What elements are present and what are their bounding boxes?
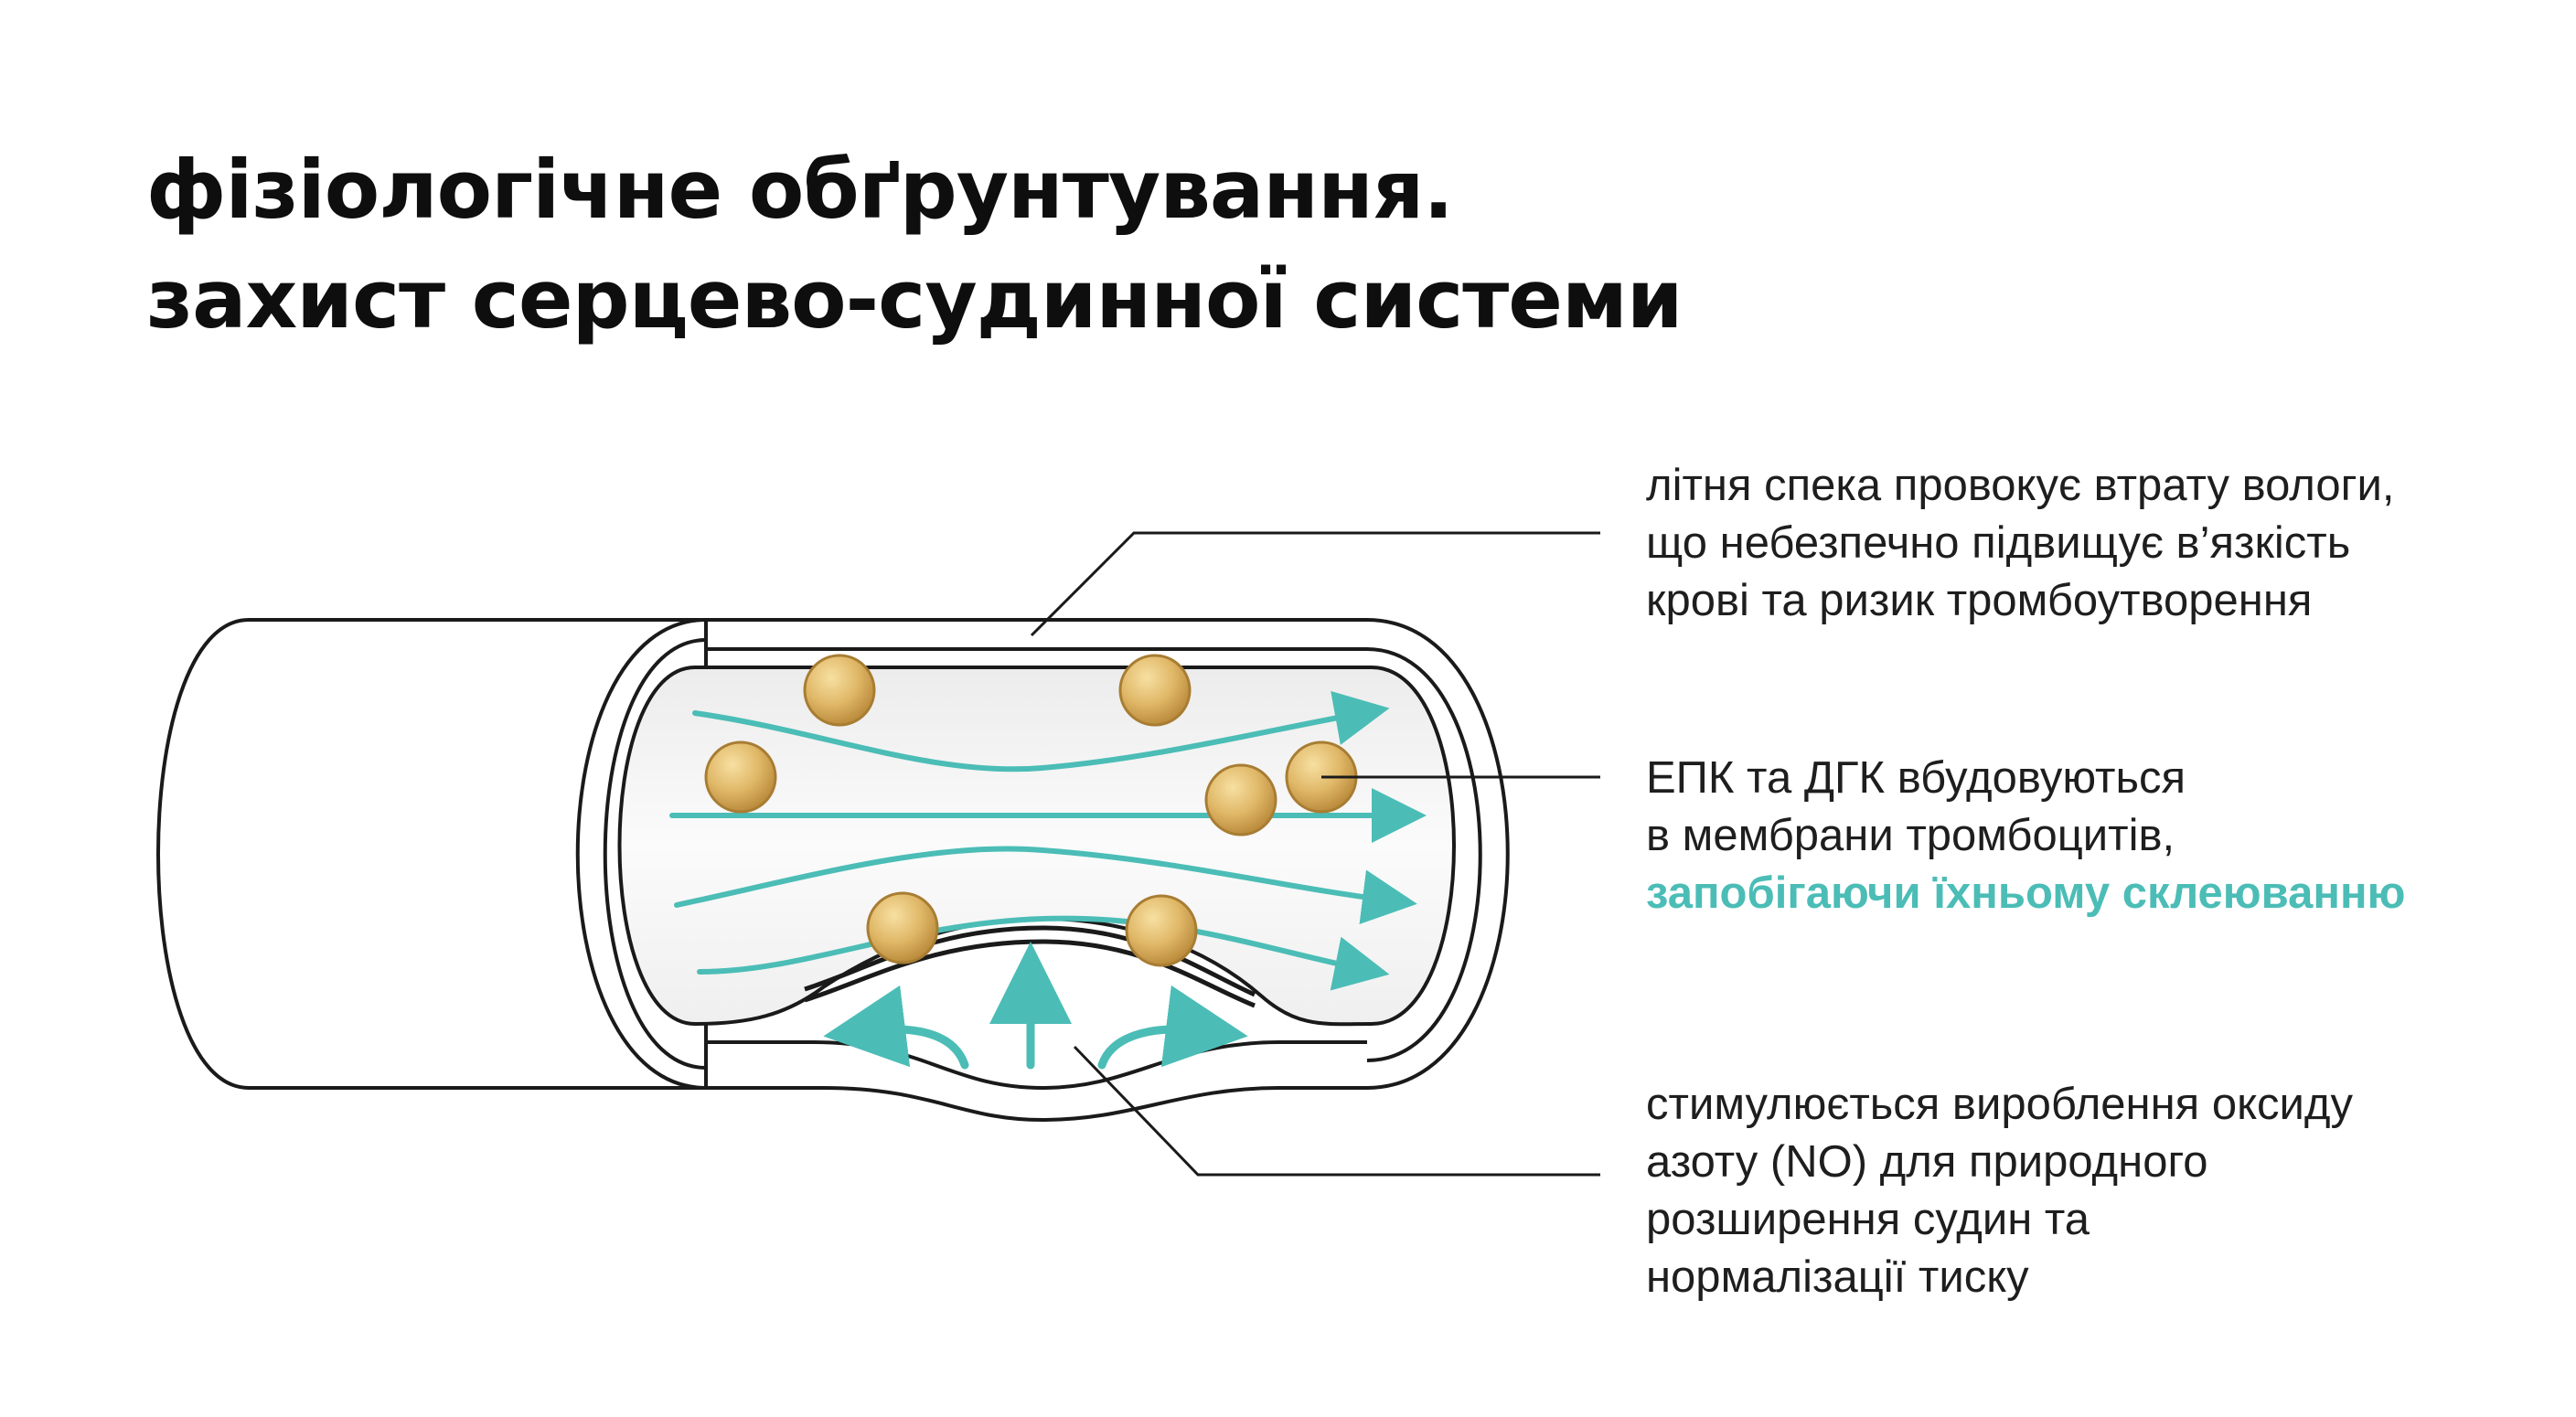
vessel-cut-outer-ring — [575, 618, 707, 1090]
vessel-bottom-wall-inner — [706, 1040, 1367, 1091]
vessel-bottom-wall-outer — [706, 1086, 1367, 1123]
annotation-line: нормалізації тиску — [1646, 1252, 2029, 1302]
vessel-outer-wall — [156, 618, 708, 1090]
flow-arrow-icon — [697, 915, 1390, 991]
annotation-dehydration: літня спека провокує втрату вологи, що н… — [1646, 457, 2395, 630]
flow-arrow-icon — [674, 846, 1417, 925]
leader-lines — [1030, 531, 1600, 1177]
flow-arrow-icon — [1097, 985, 1248, 1070]
annotation-nitric-oxide: стимулюється вироблення оксиду азоту (NO… — [1646, 1076, 2353, 1306]
platelet-particle-icon — [1125, 894, 1198, 967]
vessel-cut-inner-ring — [603, 638, 707, 1070]
annotation-epa-dha: ЕПК та ДГК вбудовуються в мембрани тромб… — [1646, 750, 2405, 922]
platelet-particle-icon — [866, 891, 939, 964]
leader-line-1 — [1030, 531, 1600, 637]
platelet-particle-icon — [1118, 654, 1192, 727]
annotation-line: що небезпечно підвищує в’язкість — [1646, 518, 2351, 568]
flow-arrow-icon — [823, 985, 969, 1070]
annotation-line: в мембрани тромбоцитів, — [1646, 811, 2175, 860]
annotation-line: стимулюється вироблення оксиду — [1646, 1080, 2354, 1129]
title-line-2: захист серцево-судинної системи — [146, 252, 1683, 346]
annotation-highlight: запобігаючи їхньому склеюванню — [1646, 868, 2406, 918]
no-release-arrows — [823, 942, 1248, 1070]
flow-arrows — [669, 690, 1427, 991]
annotation-line: ЕПК та ДГК вбудовуються — [1646, 753, 2186, 803]
annotation-line: азоту (NO) для природного — [1646, 1137, 2208, 1187]
platelet-particle-icon — [704, 740, 777, 814]
platelet-particle-icon — [1204, 763, 1277, 836]
annotation-line: літня спека провокує втрату вологи, — [1646, 461, 2395, 510]
vessel-right-inner-ring — [1366, 647, 1482, 1062]
title-line-1: фізіологічне обґрунтування. — [146, 143, 1454, 237]
annotation-line: розширення судин та — [1646, 1195, 2090, 1244]
leader-line-3 — [1073, 1045, 1600, 1177]
flow-arrow-icon — [692, 690, 1390, 772]
platelet-particle-icon — [803, 654, 876, 727]
page-title: фізіологічне обґрунтування. захист серце… — [146, 135, 1683, 355]
annotation-line: крові та ризик тромбоутворення — [1646, 576, 2313, 625]
platelet-particles — [704, 654, 1358, 967]
